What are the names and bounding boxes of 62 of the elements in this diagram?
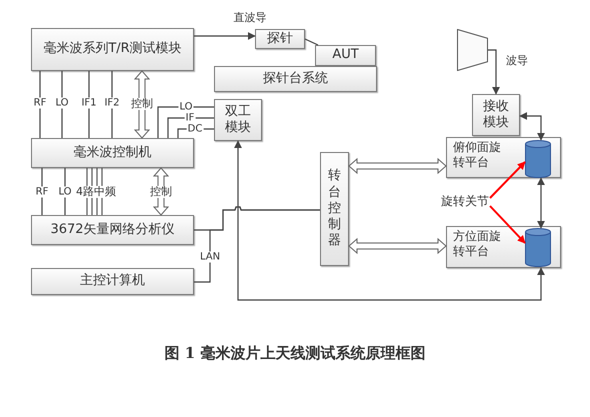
- box-label: 双工模块: [224, 104, 252, 136]
- edge-label: 控制: [149, 186, 173, 198]
- double-arrow: [348, 158, 447, 174]
- edge-label: 控制: [130, 98, 154, 110]
- edge-label: LO: [54, 98, 70, 108]
- edge-label: 波导: [505, 54, 529, 68]
- box-label: 接收模块: [482, 98, 510, 132]
- edge-label: 4路中频: [75, 186, 117, 198]
- edge-label: IF: [184, 112, 196, 124]
- process-box: [255, 29, 305, 49]
- rotary-joint-cylinder: [525, 228, 551, 267]
- edge-label: RF: [32, 98, 48, 108]
- edge-label: LO: [57, 186, 73, 198]
- arrow: [489, 205, 526, 244]
- joint-label: 旋转关节: [441, 194, 489, 208]
- process-box: [320, 152, 349, 266]
- box-label: 毫米波系列T/R测试模块: [43, 41, 182, 58]
- connector-line: [167, 117, 214, 138]
- edge-label: RF: [34, 186, 50, 198]
- arrow: [234, 140, 545, 301]
- arrow: [194, 32, 256, 40]
- box-label: 探针台系统: [263, 70, 328, 88]
- edge-label: DC: [186, 124, 204, 134]
- process-box: [31, 138, 194, 168]
- box-label: 方位面旋转平台: [453, 229, 502, 259]
- double-arrow: [348, 238, 447, 254]
- connector-line: [304, 38, 318, 46]
- connector-line: [111, 71, 113, 138]
- box-label: 探针: [267, 30, 293, 48]
- process-box: [472, 94, 520, 136]
- process-box: [315, 45, 376, 66]
- horn-antenna-icon: [457, 29, 488, 71]
- connector-line: [61, 71, 63, 138]
- edge-label: LAN: [198, 252, 222, 262]
- connector-line: [39, 71, 41, 138]
- connector-line: [157, 106, 214, 138]
- rotary-joint-cylinder: [525, 140, 551, 178]
- caption: 图 1 毫米波片上天线测试系统原理框图: [164, 344, 426, 363]
- process-box: [31, 215, 194, 245]
- arrow: [519, 112, 545, 141]
- process-box: [31, 28, 194, 71]
- connector-line: [194, 206, 320, 283]
- box-label: 毫米波控制机: [74, 144, 152, 162]
- edge-label: 直波导: [232, 12, 268, 24]
- box-label: 转台控制器: [328, 168, 342, 250]
- edge-label: IF2: [103, 98, 121, 108]
- connector-line: [88, 71, 90, 138]
- edge-label: LO: [178, 102, 194, 112]
- edge-label: IF1: [80, 98, 98, 108]
- arrow: [537, 177, 545, 229]
- process-box: [214, 99, 262, 141]
- arrow: [488, 49, 500, 95]
- process-box: [31, 268, 194, 295]
- box-label: 俯仰面旋转平台: [453, 140, 502, 170]
- process-box: [214, 66, 377, 92]
- process-box: [446, 137, 561, 178]
- connector-line: [41, 168, 43, 215]
- process-box: [446, 226, 561, 268]
- box-label: 主控计算机: [80, 273, 145, 290]
- arrow: [489, 161, 526, 199]
- box-label: AUT: [332, 47, 359, 64]
- box-label: 3672矢量网络分析仪: [50, 222, 175, 238]
